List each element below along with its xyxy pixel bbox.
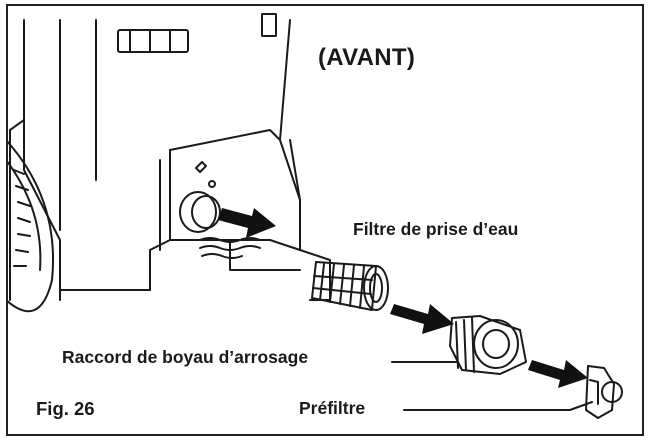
pressure-washer-illustration bbox=[8, 13, 623, 419]
hose-connector-illustration bbox=[449, 315, 527, 375]
arrow-icon bbox=[390, 304, 454, 334]
washer-body bbox=[9, 13, 331, 301]
intake-filter-label: Filtre de prise d’eau bbox=[353, 219, 519, 239]
arrow-icon bbox=[218, 208, 276, 238]
prefilter-illustration bbox=[585, 365, 623, 419]
intake-filter-illustration bbox=[311, 261, 389, 311]
prefilter-label: Préfiltre bbox=[299, 398, 366, 418]
water-inlet-port bbox=[179, 191, 261, 259]
view-title: (AVANT) bbox=[318, 44, 416, 71]
hose-connector-label: Raccord de boyau d’arrosage bbox=[62, 347, 309, 367]
figure-frame bbox=[6, 4, 644, 436]
hose-reel bbox=[8, 140, 54, 313]
arrow-icon bbox=[528, 360, 588, 388]
leader-line-prefilter bbox=[403, 401, 593, 411]
figure-number: Fig. 26 bbox=[36, 398, 95, 419]
